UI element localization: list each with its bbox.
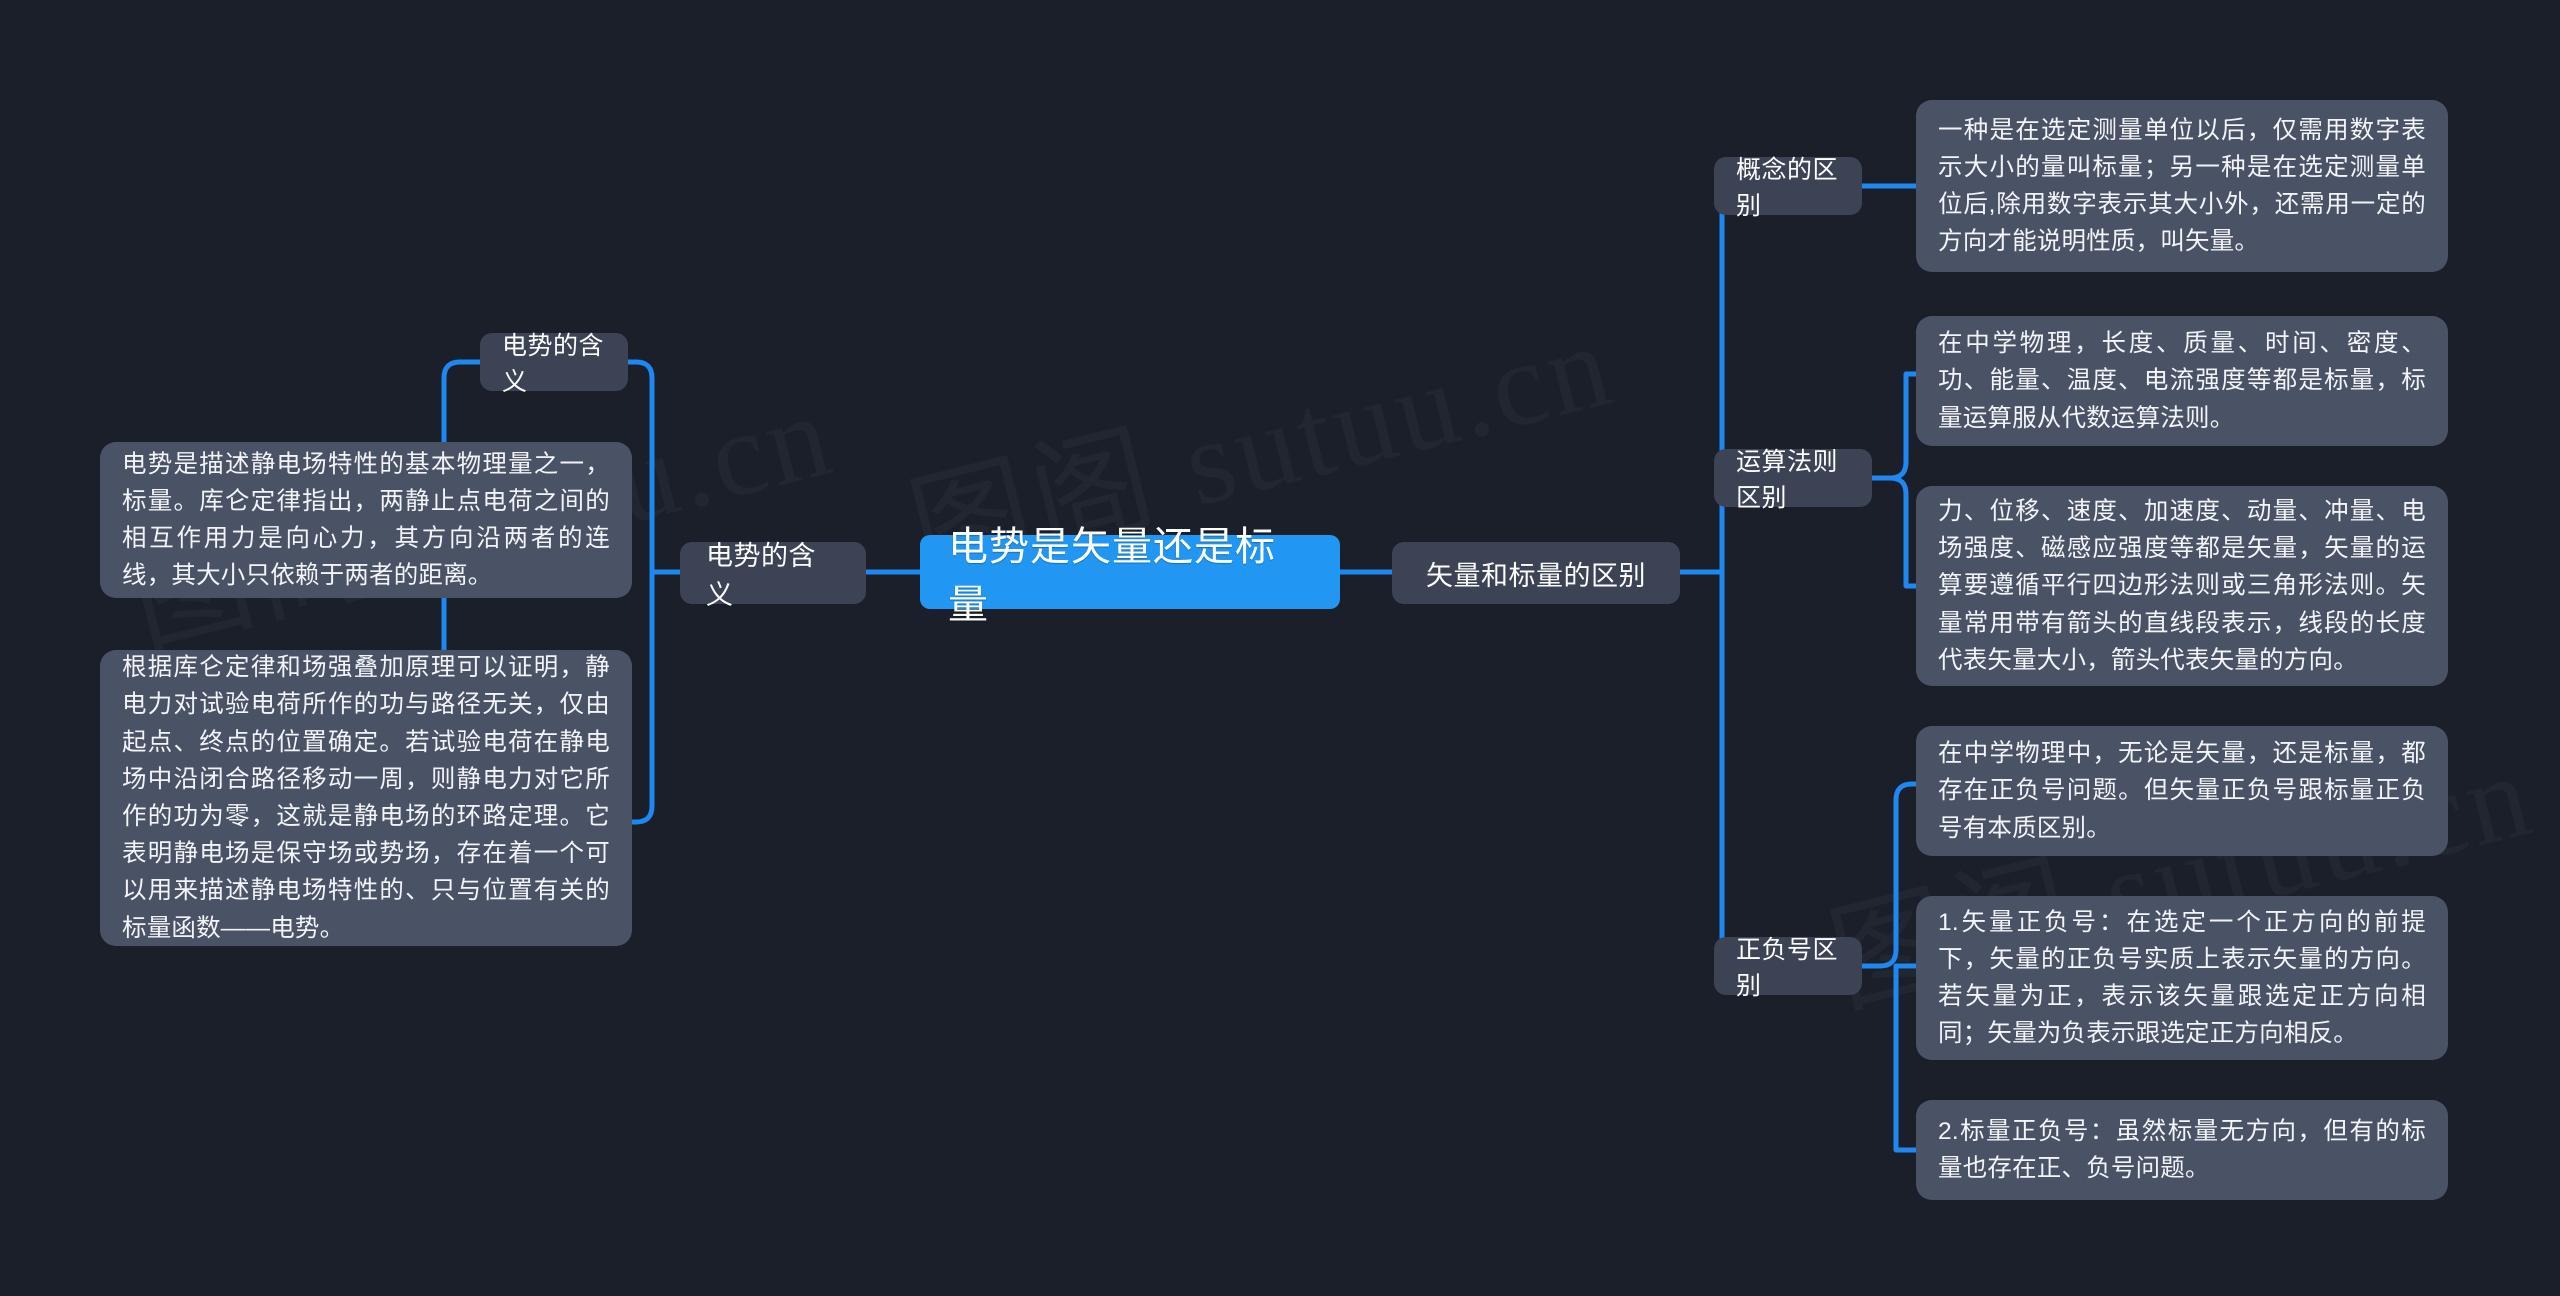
leaf-text: 1.矢量正负号：在选定一个正方向的前提下，矢量的正负号实质上表示矢量的方向。若矢… [1938, 908, 2426, 1048]
leaf-text: 在中学物理，长度、质量、时间、密度、功、能量、温度、电流强度等都是标量，标量运算… [1938, 330, 2426, 432]
sub-node-right-2[interactable]: 运算法则区别 [1714, 448, 1872, 512]
leaf-box-right-1-1[interactable]: 一种是在选定测量单位以后，仅需用数字表示大小的量叫标量；另一种是在选定测量单位后… [1916, 100, 2448, 272]
leaf-box-right-3-3[interactable]: 2.标量正负号：虽然标量无方向，但有的标量也存在正、负号问题。 [1916, 1100, 2448, 1200]
leaf-text: 在中学物理中，无论是矢量，还是标量，都存在正负号问题。但矢量正负号跟标量正负号有… [1938, 740, 2426, 842]
link-sub3-leaf3 [1893, 963, 1919, 1153]
leaf-box-right-2-2[interactable]: 力、位移、速度、加速度、动量、冲量、电场强度、磁感应强度等都是矢量，矢量的运算要… [1916, 486, 2448, 686]
link-sub2-leaf2 [1869, 475, 1919, 589]
leaf-box-left-1[interactable]: 电势是描述静电场特性的基本物理量之一，标量。库仑定律指出，两静止点电荷之间的相互… [100, 442, 632, 598]
leaf-text: 力、位移、速度、加速度、动量、冲量、电场强度、磁感应强度等都是矢量，矢量的运算要… [1938, 497, 2426, 674]
sub-node-right-3[interactable]: 正负号区别 [1714, 936, 1862, 1000]
leaf-box-right-2-1[interactable]: 在中学物理，长度、质量、时间、密度、功、能量、温度、电流强度等都是标量，标量运算… [1916, 316, 2448, 446]
link-sub3-leaf1 [1859, 781, 1919, 969]
sub-node-left-1[interactable]: 电势的含义 [480, 332, 628, 396]
branch-node-right[interactable]: 矢量和标量的区别 [1392, 542, 1680, 604]
leaf-text: 根据库仑定律和场强叠加原理可以证明，静电力对试验电荷所作的功与路径无关，仅由起点… [122, 654, 610, 942]
leaf-text: 电势是描述静电场特性的基本物理量之一，标量。库仑定律指出，两静止点电荷之间的相互… [122, 450, 610, 590]
leaf-box-right-3-1[interactable]: 在中学物理中，无论是矢量，还是标量，都存在正负号问题。但矢量正负号跟标量正负号有… [1916, 726, 2448, 856]
branch-node-left[interactable]: 电势的含义 [680, 541, 866, 610]
link-left-to-sub2 [625, 569, 655, 825]
root-node[interactable]: 电势是矢量还是标量 [920, 525, 1340, 627]
leaf-box-right-3-2[interactable]: 1.矢量正负号：在选定一个正方向的前提下，矢量的正负号实质上表示矢量的方向。若矢… [1916, 896, 2448, 1060]
leaf-text: 一种是在选定测量单位以后，仅需用数字表示大小的量叫标量；另一种是在选定测量单位后… [1938, 116, 2426, 256]
link-left-to-sub1 [625, 359, 655, 575]
leaf-text: 2.标量正负号：虽然标量无方向，但有的标量也存在正、负号问题。 [1938, 1117, 2426, 1182]
sub-node-right-1[interactable]: 概念的区别 [1714, 156, 1862, 220]
leaf-box-left-2[interactable]: 根据库仑定律和场强叠加原理可以证明，静电力对试验电荷所作的功与路径无关，仅由起点… [100, 650, 632, 946]
